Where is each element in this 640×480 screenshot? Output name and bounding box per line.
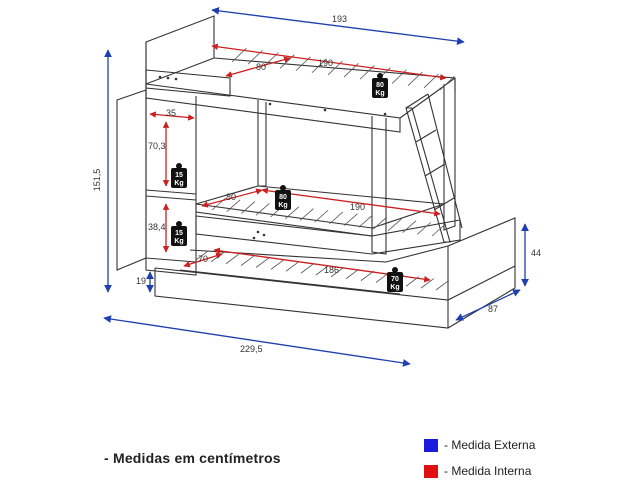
svg-text:15: 15: [175, 172, 183, 179]
label-height-total: 151,5: [92, 169, 102, 192]
slat: [343, 213, 358, 226]
svg-text:Kg: Kg: [390, 284, 399, 291]
top-bed-side-panel: [145, 69, 231, 97]
dimension-labels: 193 151,5 229,5 44 87 19 190 80 35 70,3 …: [92, 14, 541, 354]
label-middle-length: 190: [350, 202, 365, 212]
label-shelf-upper: 70,3: [148, 141, 166, 151]
label-depth: 87: [488, 304, 498, 314]
dim-width-top-line: [211, 7, 465, 45]
svg-text:15: 15: [175, 230, 183, 237]
legend-internal-swatch: [424, 464, 438, 478]
label-length-bottom: 229,5: [240, 344, 263, 354]
rear-right-post: [443, 78, 456, 231]
svg-text:Kg: Kg: [174, 238, 183, 245]
slat: [270, 259, 285, 270]
top-headboard: [145, 15, 215, 85]
slat: [285, 261, 300, 272]
slat: [420, 278, 435, 289]
svg-text:Kg: Kg: [174, 180, 183, 187]
dim-middle-length-line: [261, 187, 441, 217]
label-shelf-width: 35: [166, 108, 176, 118]
weight-badge-middle: 80 Kg: [275, 185, 291, 210]
internal-dimensions: [149, 43, 447, 283]
label-shelf-lower: 38,4: [148, 222, 166, 232]
label-trundle-height: 44: [531, 248, 541, 258]
slat: [329, 211, 344, 225]
slat: [255, 257, 270, 268]
dim-shelf-width-line: [149, 111, 195, 121]
label-trundle-length: 186: [324, 265, 339, 275]
dim-length-line: [103, 315, 411, 367]
svg-text:80: 80: [376, 82, 384, 89]
dim-top-length-line: [211, 43, 447, 81]
legend-external: - Medida Externa: [424, 438, 535, 452]
slat: [431, 223, 446, 237]
svg-text:70: 70: [391, 276, 399, 283]
dim-top-width-line: [225, 56, 291, 78]
external-dimensions: [103, 7, 529, 367]
slat: [300, 263, 315, 274]
lower-bed-frame: [195, 215, 461, 255]
slat: [345, 268, 360, 280]
slat: [225, 253, 240, 265]
label-trundle-leg: 19: [136, 276, 146, 286]
weight-badge-shelf-upper: 15 Kg: [171, 163, 187, 188]
weight-badge-trundle: 70 Kg: [387, 267, 403, 292]
legend-internal-label: - Medida Interna: [444, 464, 532, 478]
slat: [417, 222, 432, 235]
svg-text:Kg: Kg: [278, 202, 287, 209]
label-width-top: 193: [332, 14, 347, 24]
slats: [195, 47, 455, 291]
slat: [402, 220, 417, 233]
ladder: [405, 93, 463, 243]
slat: [387, 218, 402, 232]
panel-holes: [158, 75, 387, 240]
slat: [358, 215, 373, 228]
legend-external-swatch: [424, 438, 438, 452]
legend-internal: - Medida Interna: [424, 464, 531, 478]
label-top-width: 80: [256, 62, 266, 72]
svg-text:Kg: Kg: [375, 90, 384, 97]
measurements-note: - Medidas em centímetros: [104, 450, 281, 466]
dim-depth-line: [455, 289, 521, 321]
slat: [373, 216, 388, 230]
svg-text:80: 80: [279, 194, 287, 201]
slat: [314, 209, 329, 223]
weight-badge-top: 80 Kg: [372, 73, 388, 98]
trundle-box: [154, 217, 516, 301]
cabinet-door: [116, 89, 147, 271]
label-top-length: 190: [318, 58, 333, 68]
slat: [439, 75, 455, 91]
label-trundle-width: 70: [198, 254, 208, 264]
weight-badge-shelf-lower: 15 Kg: [171, 221, 187, 246]
slat: [240, 255, 255, 266]
label-middle-width: 80: [226, 192, 236, 202]
slat: [435, 280, 450, 291]
legend-external-label: - Medida Externa: [444, 438, 536, 452]
dim-middle-width-line: [201, 188, 263, 208]
